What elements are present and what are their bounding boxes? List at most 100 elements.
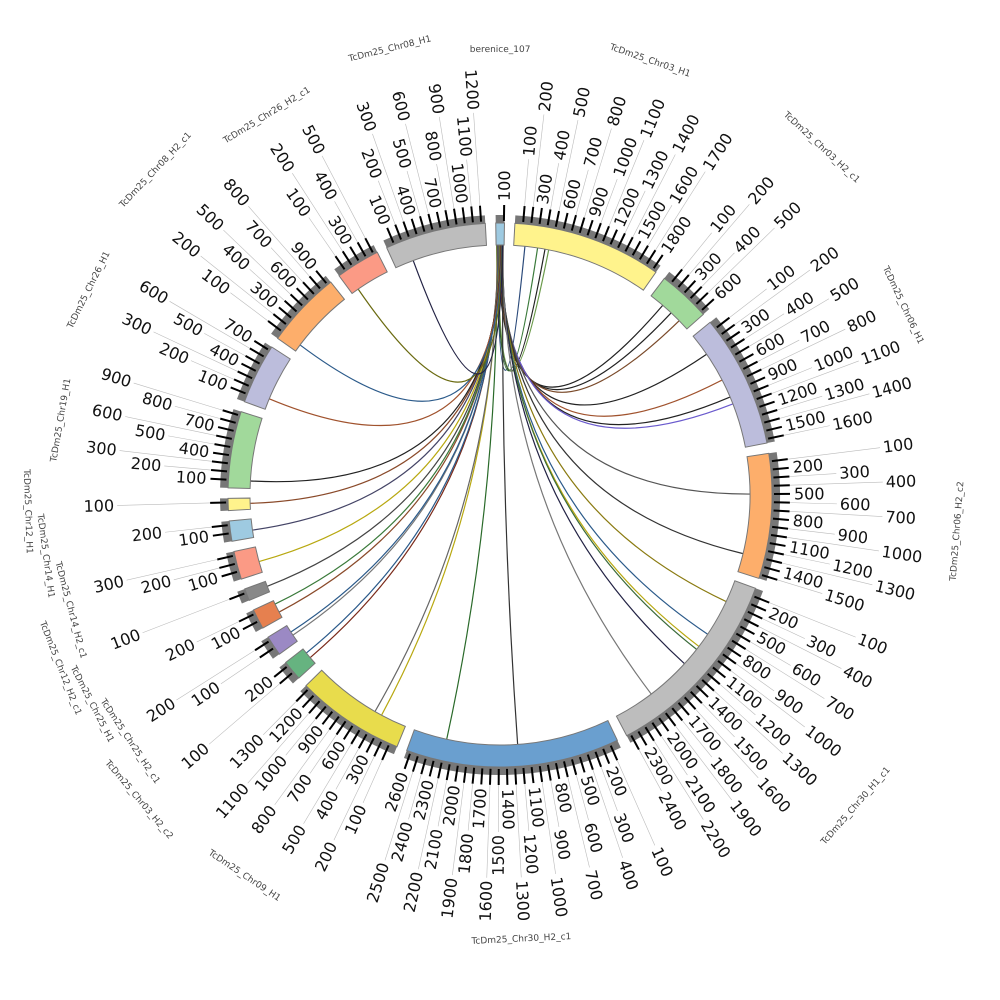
tick-label: 1200 xyxy=(461,69,483,111)
tick-label: 500 xyxy=(389,136,416,171)
tick-leader xyxy=(550,780,560,827)
tick-mark xyxy=(233,378,250,387)
tick-leader xyxy=(335,748,360,790)
tick-mark xyxy=(594,751,603,768)
tick-mark xyxy=(295,287,309,301)
tick-label: 100 xyxy=(188,678,224,711)
tick-leader xyxy=(632,154,676,238)
link xyxy=(374,245,499,712)
tick-mark xyxy=(238,613,254,623)
tick-label: 100 xyxy=(177,527,210,550)
link xyxy=(502,245,652,695)
tick-label: 400 xyxy=(178,438,211,461)
tick-label: 800 xyxy=(603,94,630,129)
segment-tcdm25-chr09-h1 xyxy=(305,669,406,748)
tick-label: 400 xyxy=(615,858,643,893)
tick-label: 500 xyxy=(794,484,825,503)
tick-mark xyxy=(770,534,788,539)
tick-mark xyxy=(730,338,746,349)
tick-label: 200 xyxy=(143,694,179,726)
tick-leader xyxy=(769,602,856,638)
segment-label: TcDm25_Chr19_H1 xyxy=(49,378,73,464)
tick-label: 600 xyxy=(266,257,301,292)
tick-mark xyxy=(630,735,640,751)
tick-label: 600 xyxy=(136,276,172,308)
tick-mark xyxy=(471,767,476,784)
tick-mark xyxy=(773,475,790,479)
link xyxy=(446,245,498,740)
tick-label: 100 xyxy=(198,265,234,299)
tick-mark xyxy=(538,765,544,783)
tick-leader xyxy=(405,123,429,215)
tick-mark xyxy=(701,679,715,692)
tick-leader xyxy=(532,114,545,207)
tick-leader xyxy=(303,743,352,824)
tick-leader xyxy=(695,708,759,779)
tick-mark xyxy=(609,229,618,245)
tick-mark xyxy=(321,711,334,725)
tick-label: 2600 xyxy=(381,770,412,815)
tick-mark xyxy=(267,320,282,332)
tick-mark xyxy=(295,689,309,703)
tick-label: 300 xyxy=(691,249,726,284)
tick-label: 1500 xyxy=(489,835,508,876)
tick-mark xyxy=(725,330,741,342)
tick-label: 1700 xyxy=(699,130,737,175)
tick-label: 2000 xyxy=(439,784,464,827)
segment-label: TcDm25_Chr30_H1_c1 xyxy=(819,765,893,848)
tick-mark xyxy=(683,280,697,294)
segment-tcdm25-chr03-h2-c1 xyxy=(650,277,705,330)
tick-label: 400 xyxy=(218,240,253,275)
tick-mark xyxy=(712,666,727,679)
tick-leader xyxy=(713,690,783,754)
tick-label: 300 xyxy=(119,309,155,339)
tick-mark xyxy=(563,761,569,778)
segment-tcdm25-chr25-h2-c1 xyxy=(267,624,298,655)
tick-mark xyxy=(217,426,234,432)
tick-label: 800 xyxy=(844,306,880,336)
segment-label: TcDm25_Chr03_H1 xyxy=(607,42,691,79)
tick-leader xyxy=(247,713,310,784)
segment-label: TcDm25_Chr08_H2_c1 xyxy=(117,131,194,211)
tick-mark xyxy=(735,632,751,643)
tick-leader xyxy=(719,683,756,716)
tick-label: 500 xyxy=(193,200,228,235)
tick-leader xyxy=(190,360,235,380)
tick-label: 400 xyxy=(885,471,916,491)
tick-mark xyxy=(743,618,759,628)
tick-mark xyxy=(721,323,736,335)
segment-tcdm25-chr08-h2-c1 xyxy=(276,281,346,352)
tick-label: 1600 xyxy=(753,774,794,817)
tick-leader xyxy=(789,502,837,505)
tick-mark xyxy=(746,368,762,378)
tick-label: 1700 xyxy=(469,788,491,830)
link xyxy=(502,245,519,745)
segment-label: berenice_107 xyxy=(470,45,531,55)
tick-mark xyxy=(578,756,586,773)
tick-label: 1000 xyxy=(447,162,471,205)
tick-leader xyxy=(204,333,246,357)
tick-label: 1400 xyxy=(498,789,518,830)
tick-label: 1000 xyxy=(547,876,572,919)
tick-label: 700 xyxy=(241,217,276,252)
tick-label: 300 xyxy=(85,437,118,459)
tick-label: 100 xyxy=(175,467,207,488)
tick-mark xyxy=(722,653,737,665)
tick-mark xyxy=(546,764,552,781)
tick-mark xyxy=(773,484,790,487)
tick-mark xyxy=(571,759,578,776)
tick-label: 200 xyxy=(139,571,173,597)
tick-leader xyxy=(575,774,589,821)
tick-leader xyxy=(655,171,706,251)
tick-leader xyxy=(164,465,212,471)
segment-label: TcDm25_Chr06_H1 xyxy=(880,264,926,346)
tick-leader xyxy=(466,159,472,207)
tick-mark xyxy=(335,720,347,736)
tick-leader xyxy=(744,313,785,340)
tick-leader xyxy=(125,416,217,436)
tick-label: 500 xyxy=(827,273,863,305)
tick-mark xyxy=(772,466,789,471)
tick-label: 600 xyxy=(840,494,871,514)
segment-label: TcDm25_Chr09_H1 xyxy=(205,848,282,904)
